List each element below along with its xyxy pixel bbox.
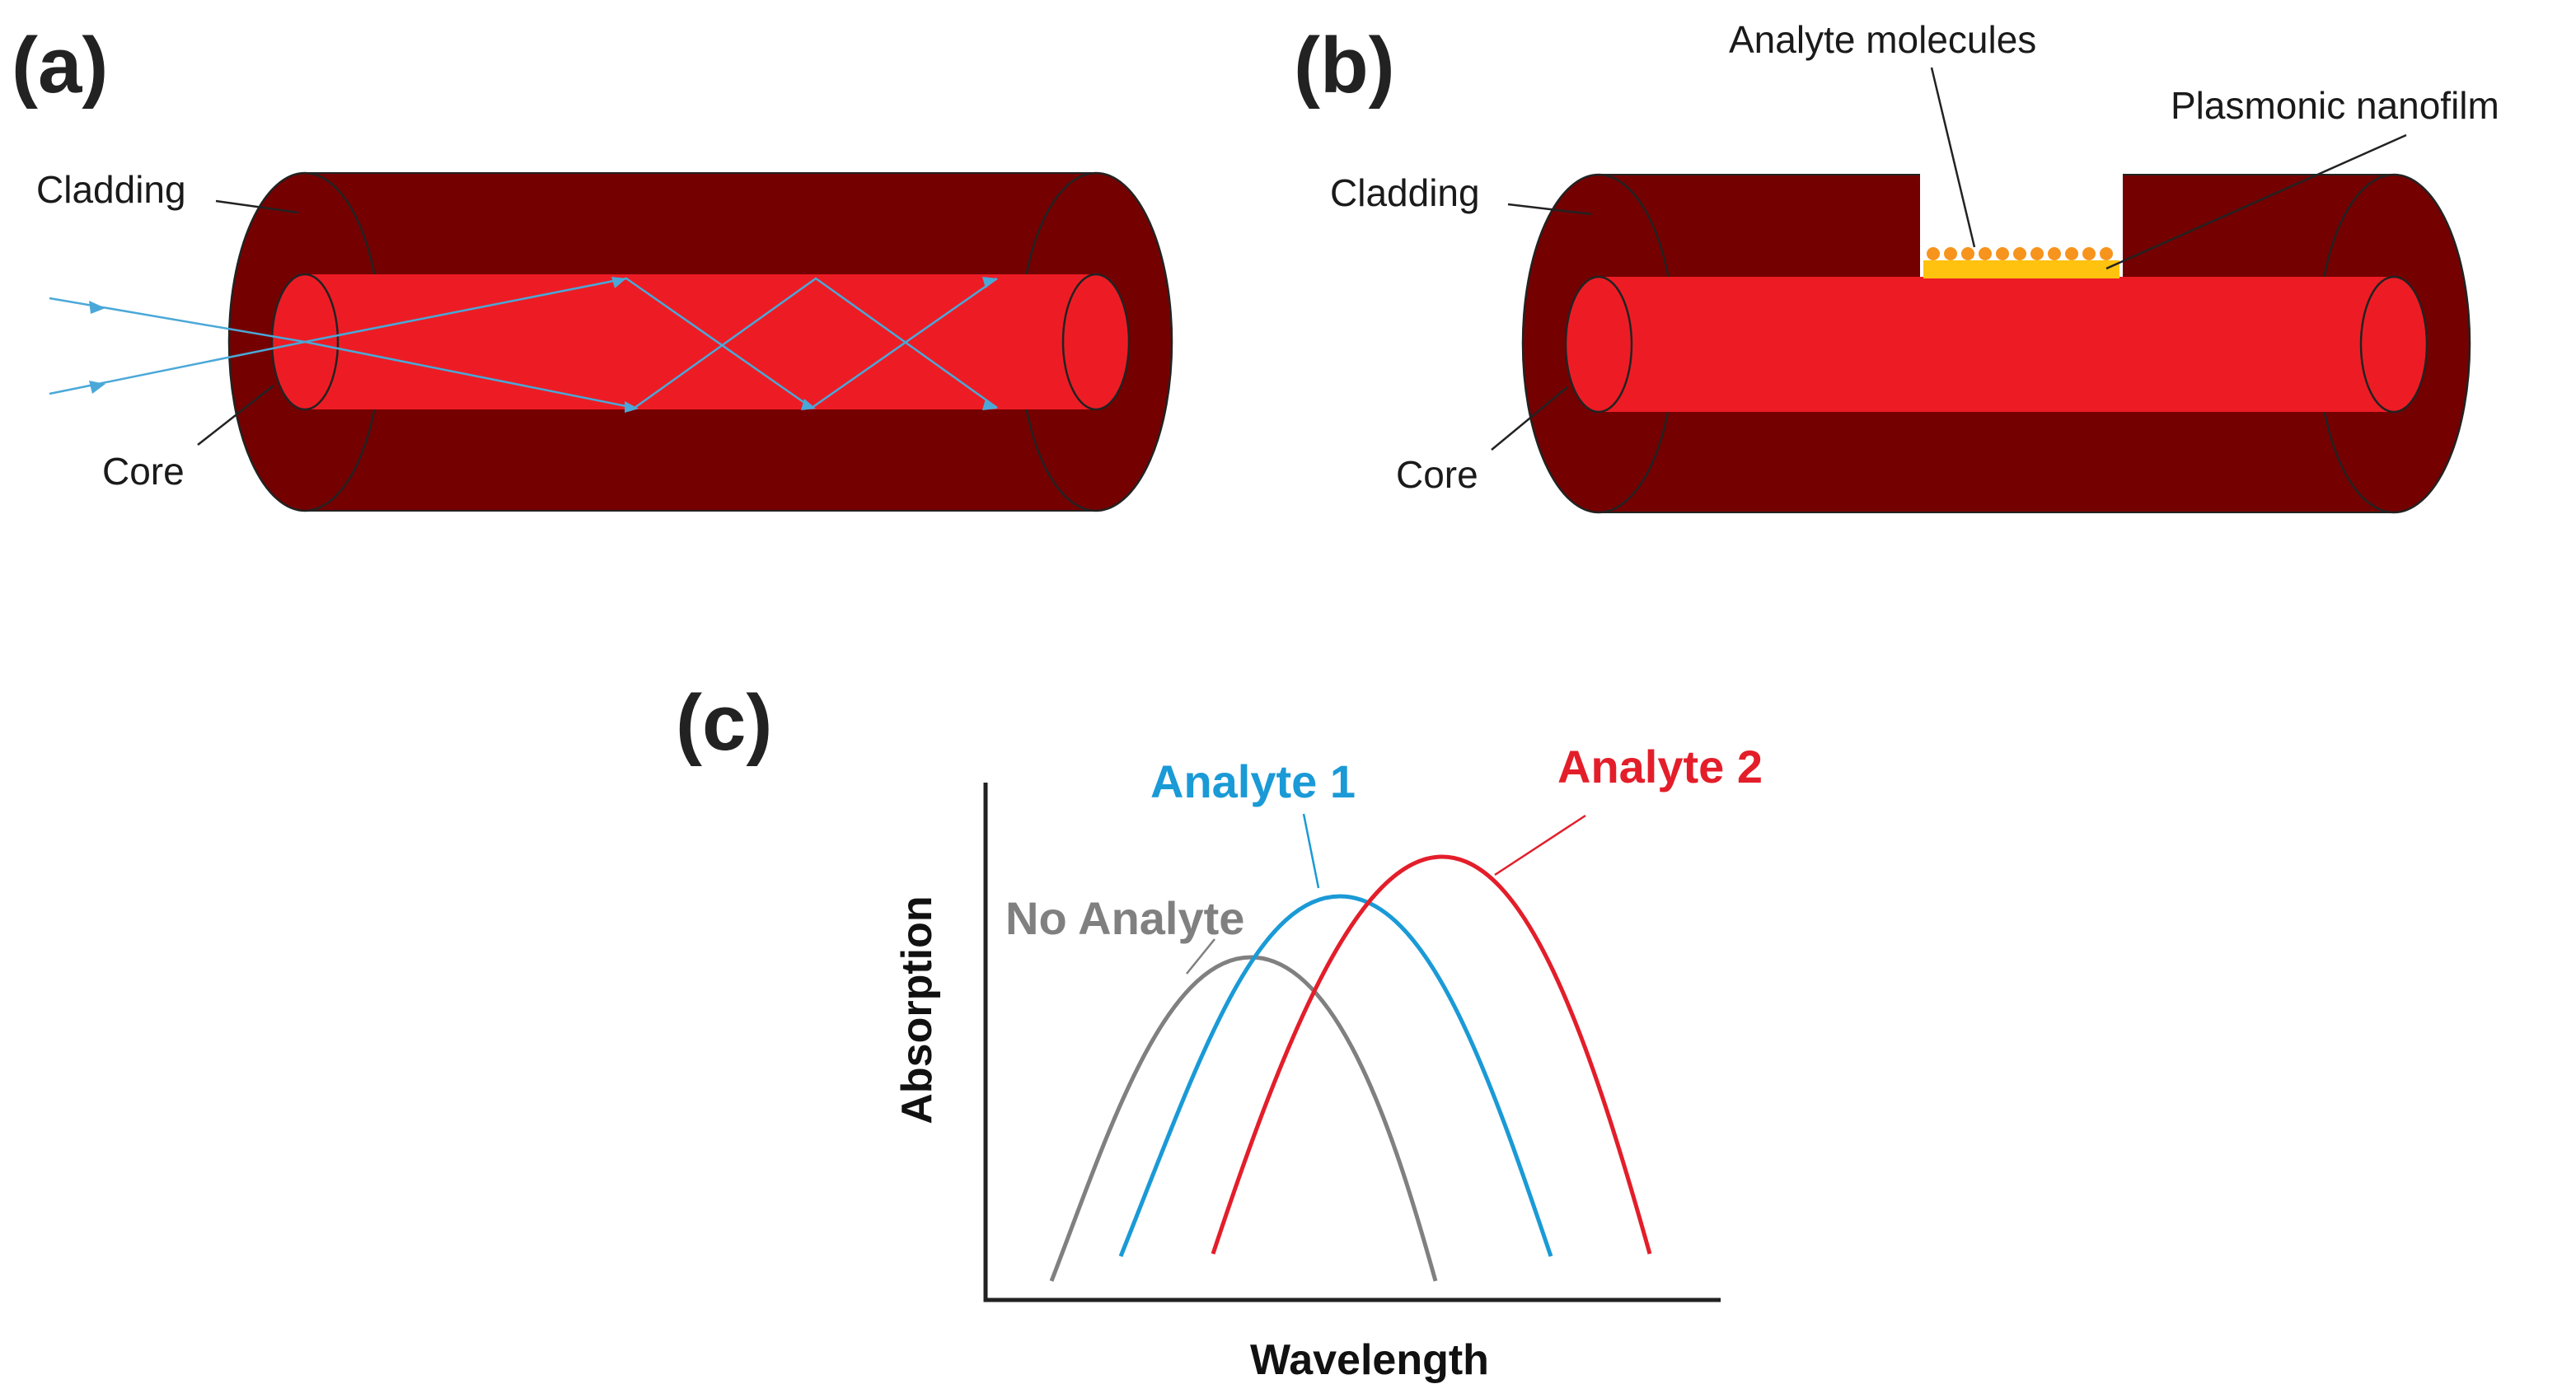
- analyte-molecules: [1927, 247, 2113, 260]
- molecule: [2082, 247, 2096, 260]
- core-leader-b: [1491, 386, 1568, 451]
- analyte-2-label: Analyte 2: [1557, 741, 1763, 793]
- analyte-1-leader: [1302, 813, 1320, 889]
- ray-arrow-icon: [982, 399, 997, 410]
- cladding-label-b: Cladding: [1330, 171, 1480, 214]
- core-leader-a: [197, 385, 274, 446]
- molecule: [1944, 247, 1957, 260]
- curve-no-analyte: [1049, 955, 1438, 1282]
- core-body-a: [305, 274, 1096, 409]
- curve-analyte-1: [1118, 894, 1553, 1257]
- core-label-a: Core: [102, 450, 185, 493]
- panel-a-label: (a): [12, 21, 108, 110]
- curve-analyte-2: [1211, 854, 1652, 1255]
- panel-c: (c) Wavelength Absorption No Analyte Ana…: [676, 679, 1763, 1384]
- x-axis-label: Wavelength: [1250, 1336, 1489, 1384]
- molecule: [1979, 247, 1992, 260]
- film-leader: [2105, 133, 2407, 270]
- molecule: [2065, 247, 2078, 260]
- molecule: [2013, 247, 2026, 260]
- molecule: [1996, 247, 2009, 260]
- panel-a: (a): [12, 21, 1173, 512]
- no-analyte-leader: [1186, 938, 1215, 975]
- panel-b-label: (b): [1294, 21, 1395, 110]
- no-analyte-label: No Analyte: [1005, 892, 1244, 944]
- plasmonic-nanofilm-label: Plasmonic nanofilm: [2171, 84, 2499, 127]
- ray-arrow-icon: [611, 277, 626, 288]
- ray-arrow-icon: [982, 277, 997, 288]
- analyte-1-label: Analyte 1: [1150, 755, 1356, 807]
- panel-b: (b): [1294, 18, 2499, 514]
- ray-arrow-icon: [801, 399, 816, 410]
- ray-arrow-icon: [89, 381, 105, 394]
- core-end-right-b: [2359, 275, 2428, 414]
- molecule: [1961, 247, 1974, 260]
- ray-arrow-icon: [89, 301, 105, 314]
- ray-arrow-icon: [625, 401, 639, 413]
- analyte-leader: [1930, 67, 1976, 248]
- fiber-b: [1521, 173, 2471, 514]
- panel-c-label: (c): [676, 679, 772, 767]
- core-end-right-a: [1061, 273, 1131, 411]
- cladding-leader-a: [215, 199, 299, 214]
- fiber-a: [49, 171, 1173, 512]
- plot-axes: [983, 783, 1721, 1302]
- y-axis-label: Absorption: [893, 895, 941, 1124]
- plasmonic-nanofilm: [1923, 260, 2119, 278]
- analyte-2-leader: [1494, 814, 1586, 877]
- analyte-molecules-label: Analyte molecules: [1729, 18, 2036, 61]
- molecule: [1927, 247, 1940, 260]
- core-label-b: Core: [1396, 453, 1478, 496]
- cladding-leader-b: [1507, 203, 1593, 216]
- core-end-left-b: [1564, 275, 1633, 414]
- ray-arrows: [89, 277, 997, 413]
- molecule: [2030, 247, 2044, 260]
- molecule: [2100, 247, 2113, 260]
- molecule: [2048, 247, 2061, 260]
- core-body-b: [1599, 277, 2394, 412]
- cladding-label-a: Cladding: [36, 168, 186, 211]
